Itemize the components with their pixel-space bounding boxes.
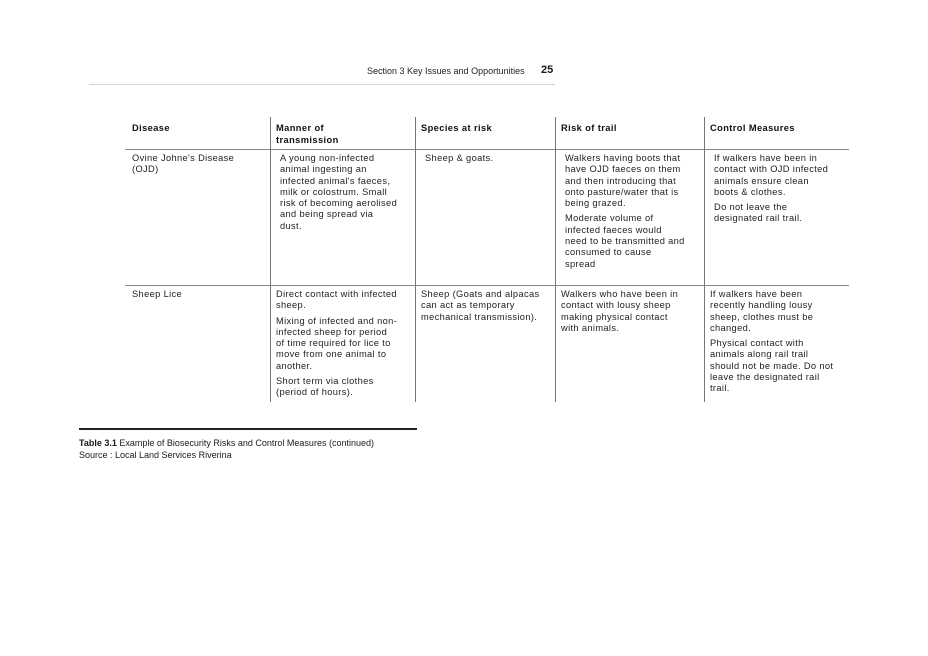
table-cell-control: If walkers have been in contact with OJD… bbox=[714, 153, 829, 224]
page-header: Section 3 Key Issues and Opportunities 2… bbox=[0, 64, 928, 80]
table-cell-transmission: A young non-infected animal ingesting an… bbox=[280, 153, 398, 231]
header-divider-line bbox=[125, 149, 849, 150]
column-header-species: Species at risk bbox=[421, 123, 493, 133]
header-divider bbox=[89, 84, 555, 85]
table-cell-control: If walkers have been recently handling l… bbox=[710, 289, 834, 394]
table-cell-transmission: Direct contact with infected sheep. Mixi… bbox=[276, 289, 398, 398]
table-cell-disease: Sheep Lice bbox=[132, 289, 183, 299]
column-header-control: Control Measures bbox=[710, 123, 795, 133]
column-divider bbox=[555, 117, 556, 402]
table-cell-risk: Walkers who have been in contact with lo… bbox=[561, 289, 679, 333]
column-header-risk: Risk of trail bbox=[561, 123, 617, 133]
table-cell-disease: Ovine Johne's Disease (OJD) bbox=[132, 153, 235, 175]
table-cell-risk: Walkers having boots that have OJD faece… bbox=[565, 153, 685, 269]
caption-divider bbox=[79, 428, 417, 430]
column-divider bbox=[415, 117, 416, 402]
row-divider-line bbox=[125, 285, 849, 286]
column-header-disease: Disease bbox=[132, 123, 170, 133]
table-caption: Table 3.1 Example of Biosecurity Risks a… bbox=[79, 437, 374, 461]
table-cell-species: Sheep (Goats and alpacas can act as temp… bbox=[421, 289, 540, 322]
column-divider bbox=[704, 117, 705, 402]
caption-text: Example of Biosecurity Risks and Control… bbox=[116, 438, 374, 448]
page-number: 25 bbox=[541, 64, 554, 76]
caption-source: Source : Local Land Services Riverina bbox=[79, 450, 232, 460]
caption-label: Table 3.1 bbox=[79, 438, 117, 448]
table-cell-species: Sheep & goats. bbox=[425, 153, 494, 163]
column-header-transmission: Manner of transmission bbox=[276, 123, 339, 145]
column-divider bbox=[270, 117, 271, 402]
section-title: Section 3 Key Issues and Opportunities bbox=[367, 66, 525, 76]
